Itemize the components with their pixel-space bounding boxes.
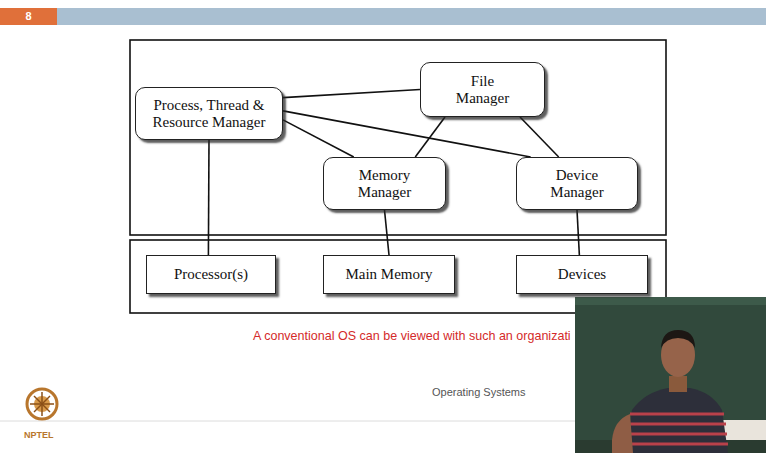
footer-title: Operating Systems bbox=[432, 386, 526, 398]
box-label: Devices bbox=[558, 266, 606, 283]
connector-line bbox=[385, 210, 390, 255]
connector-line bbox=[283, 90, 420, 98]
os-boundary bbox=[130, 40, 666, 235]
connector-line bbox=[520, 117, 559, 157]
hardware-box: Processor(s) bbox=[146, 255, 276, 294]
header-bar bbox=[57, 8, 766, 25]
box-label: Device Manager bbox=[550, 167, 603, 201]
nptel-logo bbox=[27, 389, 57, 419]
slide-number: 8 bbox=[0, 8, 57, 25]
connector-line bbox=[415, 117, 445, 157]
connector-line bbox=[283, 111, 531, 157]
nptel-mark: NPTEL bbox=[24, 430, 54, 440]
manager-box: Memory Manager bbox=[323, 157, 446, 210]
hardware-box: Main Memory bbox=[323, 255, 455, 294]
connector-line bbox=[208, 140, 210, 255]
manager-box: Device Manager bbox=[516, 157, 638, 210]
connector-line bbox=[577, 210, 579, 255]
manager-box: Process, Thread & Resource Manager bbox=[135, 87, 283, 140]
manager-box: File Manager bbox=[420, 62, 545, 117]
footer-rule bbox=[0, 421, 575, 422]
connector-line bbox=[283, 120, 354, 157]
hardware-box: Devices bbox=[516, 255, 648, 294]
page-tab bbox=[0, 8, 57, 25]
box-label: Memory Manager bbox=[358, 167, 411, 201]
lecturer-video bbox=[575, 297, 766, 453]
slide-caption: A conventional OS can be viewed with suc… bbox=[253, 329, 571, 343]
box-label: File Manager bbox=[456, 73, 509, 107]
box-label: Processor(s) bbox=[174, 266, 248, 283]
box-label: Process, Thread & Resource Manager bbox=[143, 97, 275, 131]
box-label: Main Memory bbox=[345, 266, 432, 283]
